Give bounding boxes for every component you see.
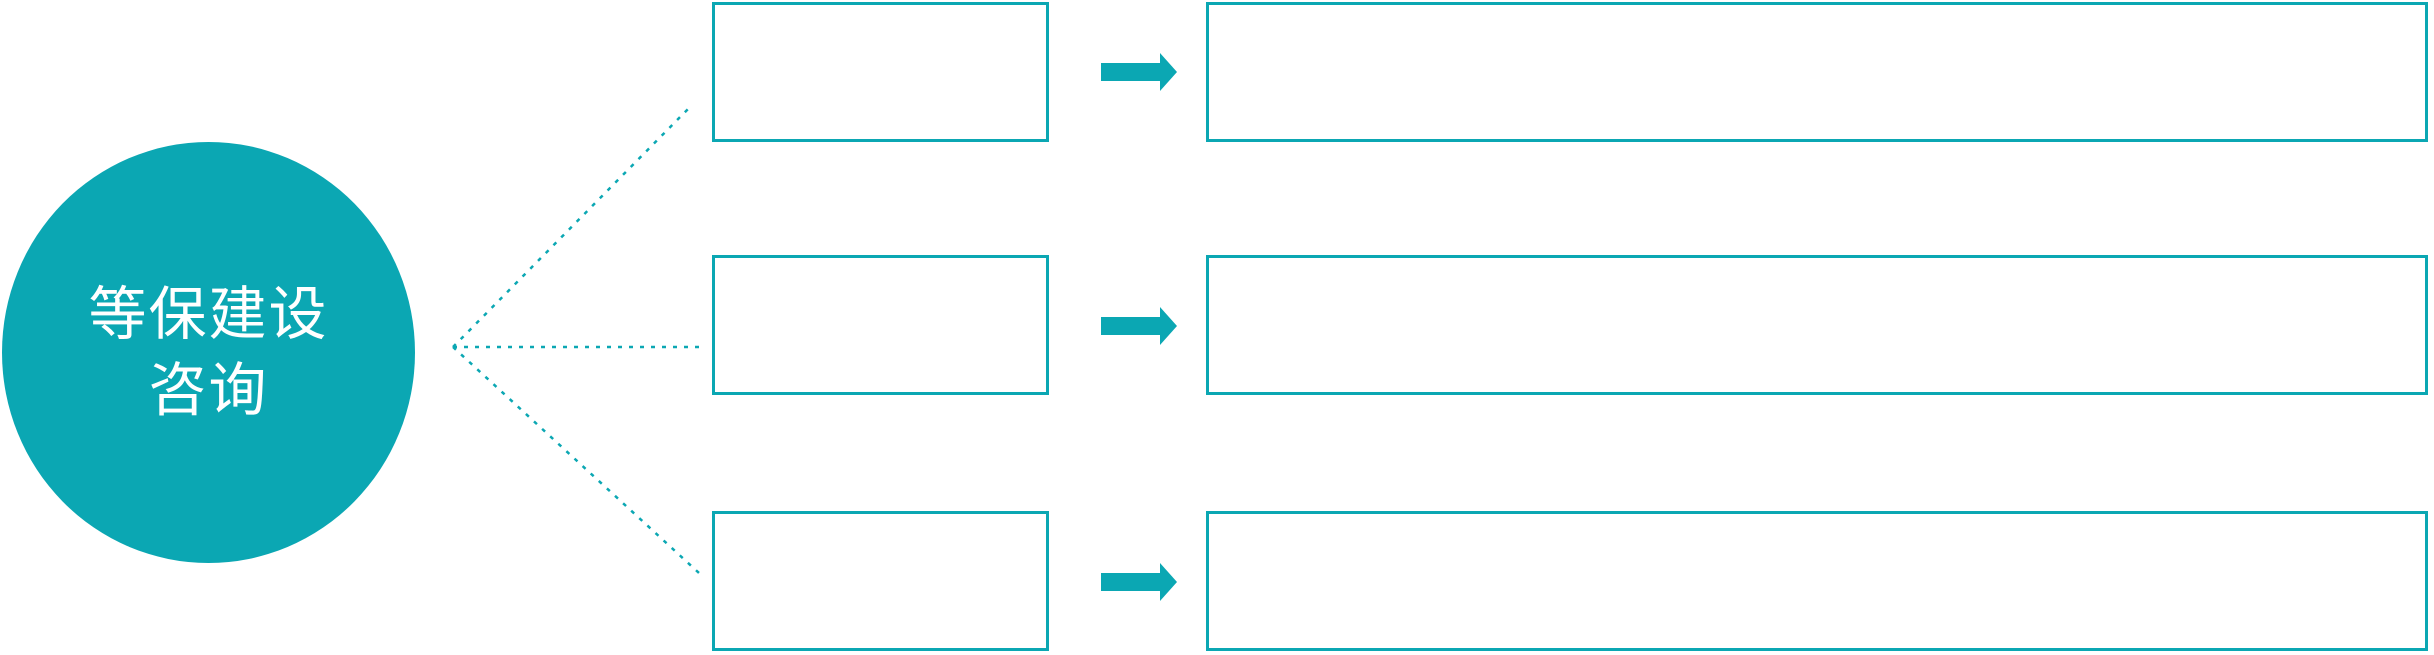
large-box-2 (1206, 255, 2428, 395)
small-box-2 (712, 255, 1049, 395)
small-box-1 (712, 2, 1049, 142)
small-box-1-label (715, 5, 1046, 139)
dotted-connector-line-bottom (452, 346, 700, 574)
large-box-1 (1206, 2, 2428, 142)
right-arrow-icon-2 (1101, 307, 1177, 345)
small-box-3 (712, 511, 1049, 651)
dotted-connector-line-top (452, 106, 691, 348)
large-box-3 (1206, 511, 2428, 651)
large-box-2-label (1209, 258, 2425, 392)
small-box-2-label (715, 258, 1046, 392)
small-box-3-label (715, 514, 1046, 648)
large-box-1-label (1209, 5, 2425, 139)
center-circle-label-line-1: 等保建设 (88, 281, 329, 347)
large-box-3-label (1209, 514, 2425, 648)
right-arrow-icon-3 (1101, 563, 1177, 601)
center-circle-node: 等保建设 咨询 (2, 142, 415, 563)
center-circle-label-line-2: 咨询 (148, 357, 269, 423)
right-arrow-icon-1 (1101, 53, 1177, 91)
